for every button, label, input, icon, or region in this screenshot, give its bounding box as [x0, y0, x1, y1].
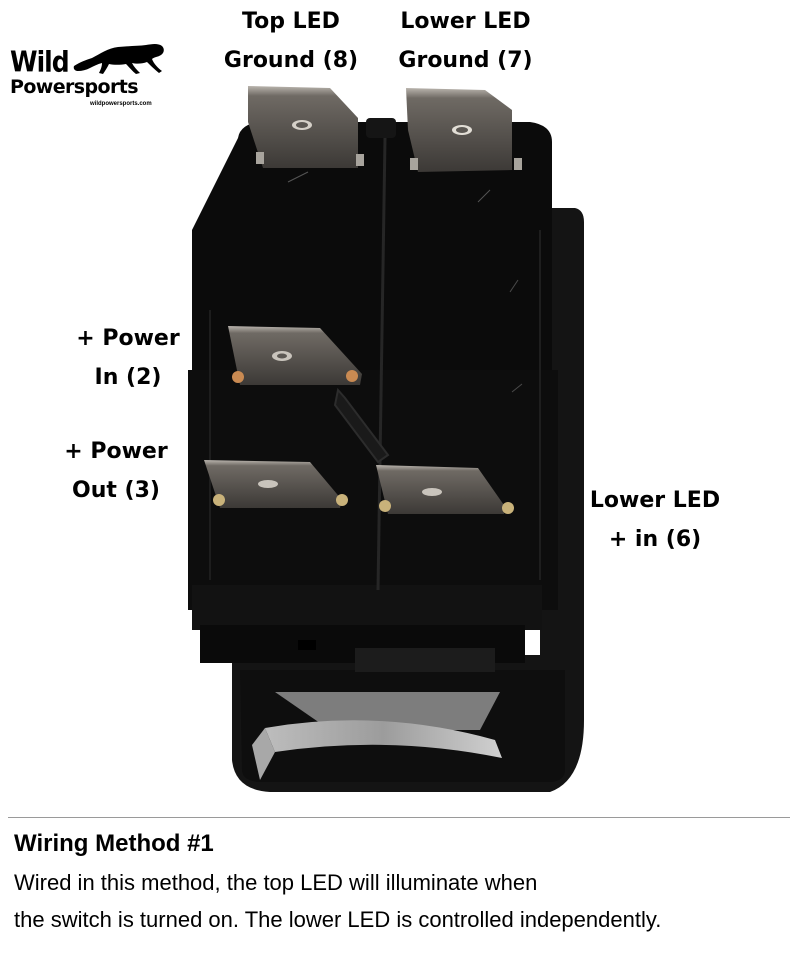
terminal-2: [228, 326, 362, 385]
label-power-in: + Power In (2): [76, 326, 180, 390]
logo-url: wildpowersports.com: [90, 101, 152, 107]
terminal-7: [406, 88, 522, 172]
jumper-wire: [333, 387, 390, 464]
terminal-6: [376, 465, 514, 514]
caption-line-2: the switch is turned on. The lower LED i…: [14, 907, 662, 932]
terminal-3: [204, 460, 348, 508]
brand-logo: Wild Powersports wildpowersports.com: [10, 38, 164, 113]
label-lower-led-in: Lower LED + in (6): [589, 488, 721, 552]
label-power-out: + Power Out (3): [64, 439, 168, 503]
caption-line-1: Wired in this method, the top LED will i…: [14, 870, 538, 895]
rocker-switch-image: [188, 86, 584, 792]
panther-icon: [73, 44, 164, 74]
label-lower-led-ground: Lower LED Ground (7): [398, 9, 533, 73]
logo-text-wild: Wild: [10, 44, 70, 79]
caption-title: Wiring Method #1: [14, 830, 214, 857]
rocker-paddle: [252, 692, 502, 780]
logo-text-powersports: Powersports: [10, 76, 139, 98]
label-top-led-ground: Top LED Ground (8): [223, 9, 359, 73]
terminal-8: [248, 86, 364, 168]
switch-housing: [188, 118, 558, 672]
caption-divider: [8, 817, 790, 818]
